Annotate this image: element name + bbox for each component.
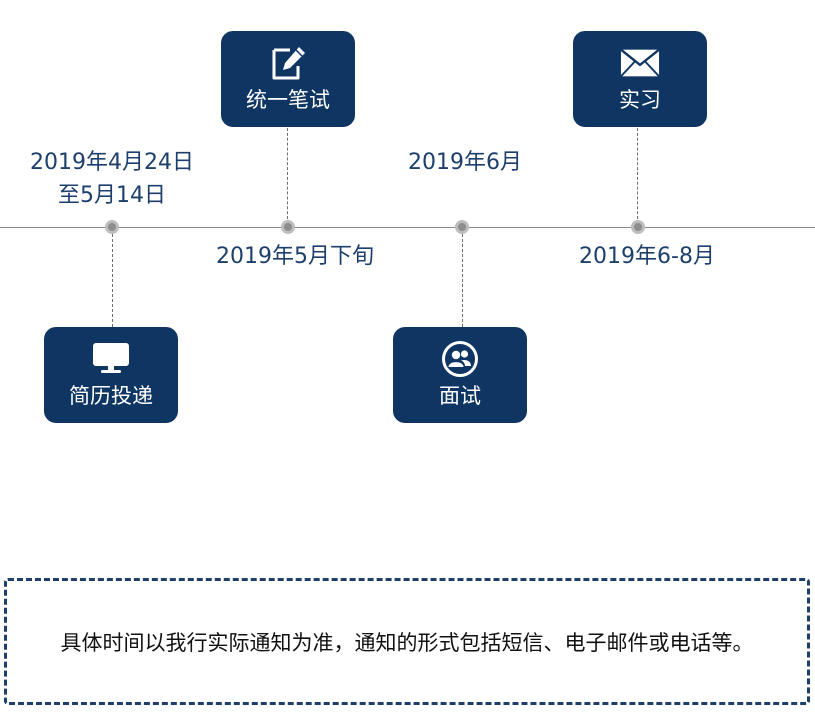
timeline-dot-interview: [455, 220, 469, 234]
monitor-icon: [91, 339, 131, 379]
connector-interview: [462, 234, 463, 327]
stage-box-interview: 面试: [393, 327, 527, 423]
stage-box-internship: 实习: [573, 31, 707, 127]
stage-label-internship: 实习: [619, 88, 661, 112]
date-interview: 2019年6月: [375, 146, 555, 179]
stage-label-interview: 面试: [439, 384, 481, 408]
stage-box-resume: 简历投递: [44, 327, 178, 423]
connector-internship: [637, 128, 638, 219]
note-text: 具体时间以我行实际通知为准，通知的形式包括短信、电子邮件或电话等。: [60, 631, 754, 655]
stage-label-exam: 统一笔试: [246, 88, 330, 112]
connector-resume: [112, 234, 113, 327]
timeline-axis: [0, 227, 815, 228]
edit-icon: [268, 43, 308, 83]
envelope-icon: [620, 43, 660, 83]
connector-exam: [287, 128, 288, 219]
date-exam: 2019年5月下旬: [185, 240, 405, 273]
stage-label-resume: 简历投递: [69, 384, 153, 408]
date-resume: 2019年4月24日 至5月14日: [12, 146, 212, 212]
timeline-dot-resume: [105, 220, 119, 234]
users-icon: [440, 339, 480, 379]
date-resume-line-1: 2019年4月24日: [30, 150, 194, 175]
date-resume-line-2: 至5月14日: [58, 183, 166, 208]
stage-box-exam: 统一笔试: [221, 31, 355, 127]
date-exam-line-1: 2019年5月下旬: [216, 244, 374, 269]
timeline-dot-internship: [631, 220, 645, 234]
date-internship-line-1: 2019年6-8月: [579, 244, 715, 269]
note-box: 具体时间以我行实际通知为准，通知的形式包括短信、电子邮件或电话等。: [4, 578, 810, 705]
timeline-dot-exam: [281, 220, 295, 234]
date-internship: 2019年6-8月: [547, 240, 747, 273]
date-interview-line-1: 2019年6月: [408, 150, 522, 175]
